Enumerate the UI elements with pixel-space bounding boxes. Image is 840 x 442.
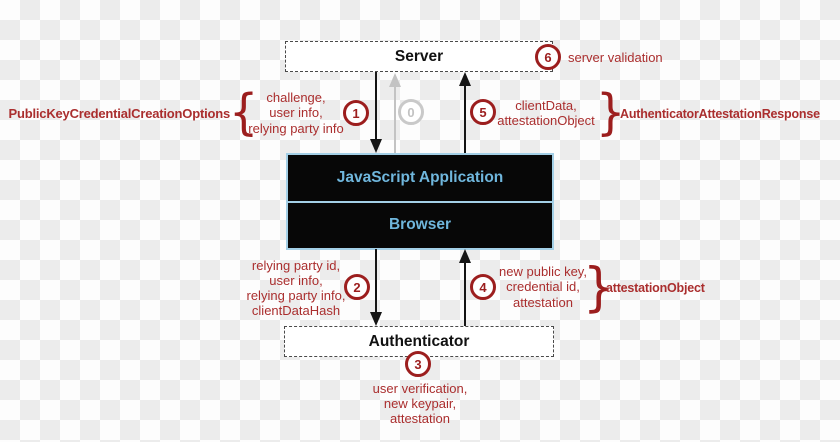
arrow-up-head <box>389 73 401 87</box>
arrow-shaft <box>464 85 466 153</box>
annotation-line: credential id, <box>506 279 580 295</box>
arrow-shaft <box>394 86 396 153</box>
annotation-line: user info, <box>269 272 323 288</box>
step-3-number: 3 <box>414 356 422 372</box>
new-public-key-annotation: new public key, credential id, attestati… <box>488 264 598 310</box>
right-brace-bottom: } <box>583 256 615 318</box>
pkcco-label: PublicKeyCredentialCreationOptions <box>8 106 231 121</box>
annotation-line: attestation <box>513 294 573 310</box>
step-3-badge: 3 <box>405 351 431 377</box>
client-data-annotation: clientData, attestationObject <box>492 98 600 129</box>
left-brace: { <box>229 83 259 141</box>
arrow-down-head <box>370 312 382 326</box>
annotation-line: relying party info, <box>246 287 346 303</box>
js-application-node: JavaScript Application <box>288 155 552 201</box>
step-4-number: 4 <box>479 279 487 295</box>
annotation-line: user info, <box>269 105 323 121</box>
step-2-number: 2 <box>353 279 361 295</box>
arrow-shaft <box>375 249 377 313</box>
annotation-line: relying party id, <box>251 258 341 273</box>
authenticator-node-label: Authenticator <box>368 332 470 350</box>
annotation-line: clientData, <box>515 98 577 113</box>
server-node-label: Server <box>394 47 444 65</box>
annotation-line: clientDataHash <box>251 302 341 318</box>
server-node: Server <box>285 41 553 72</box>
step-4-badge: 4 <box>470 274 496 300</box>
arrow-shaft <box>464 262 466 326</box>
arrow-up-authenticator-to-browser <box>459 249 471 326</box>
annotation-line: attestationObject <box>497 113 595 129</box>
step-0-number: 0 <box>407 104 415 120</box>
step-5-badge: 5 <box>470 99 496 125</box>
annotation-line: relying party info <box>248 120 344 136</box>
browser-node: Browser <box>288 202 552 248</box>
arrow-up-app-to-server <box>459 72 471 153</box>
challenge-annotation: challenge, user info, relying party info <box>240 90 352 136</box>
authenticator-actions-annotation: user verification, new keypair, attestat… <box>350 381 490 426</box>
step-1-badge: 1 <box>343 100 369 126</box>
arrow-down-server-to-app <box>370 72 382 153</box>
arrow-up-head <box>459 72 471 86</box>
step-2-badge: 2 <box>344 274 370 300</box>
step-0-badge: 0 <box>398 99 424 125</box>
step-1-number: 1 <box>352 105 360 121</box>
step-6-badge: 6 <box>535 44 561 70</box>
attestation-object-label: attestationObject <box>606 281 705 295</box>
arrow-up-gray-app-to-server <box>389 73 401 153</box>
server-validation-label: server validation <box>568 50 663 65</box>
annotation-line: challenge, <box>266 90 326 105</box>
step-6-number: 6 <box>544 49 552 65</box>
step-5-number: 5 <box>479 104 487 120</box>
browser-label: Browser <box>388 216 452 234</box>
relying-party-annotation: relying party id, user info, relying par… <box>236 258 356 319</box>
annotation-line: user verification, <box>372 381 468 396</box>
browser-stack: JavaScript Application Browser <box>286 153 554 250</box>
right-brace-top: } <box>596 83 626 141</box>
arrow-up-head <box>459 249 471 263</box>
authenticator-attestation-response-label: AuthenticatorAttestationResponse <box>620 107 820 121</box>
arrow-shaft <box>375 72 377 140</box>
arrow-down-browser-to-authenticator <box>370 249 382 326</box>
arrow-down-head <box>370 139 382 153</box>
js-application-label: JavaScript Application <box>336 168 504 186</box>
annotation-line: new keypair, <box>383 396 457 411</box>
annotation-line: new public key, <box>499 264 587 279</box>
annotation-line: attestation <box>390 411 450 426</box>
